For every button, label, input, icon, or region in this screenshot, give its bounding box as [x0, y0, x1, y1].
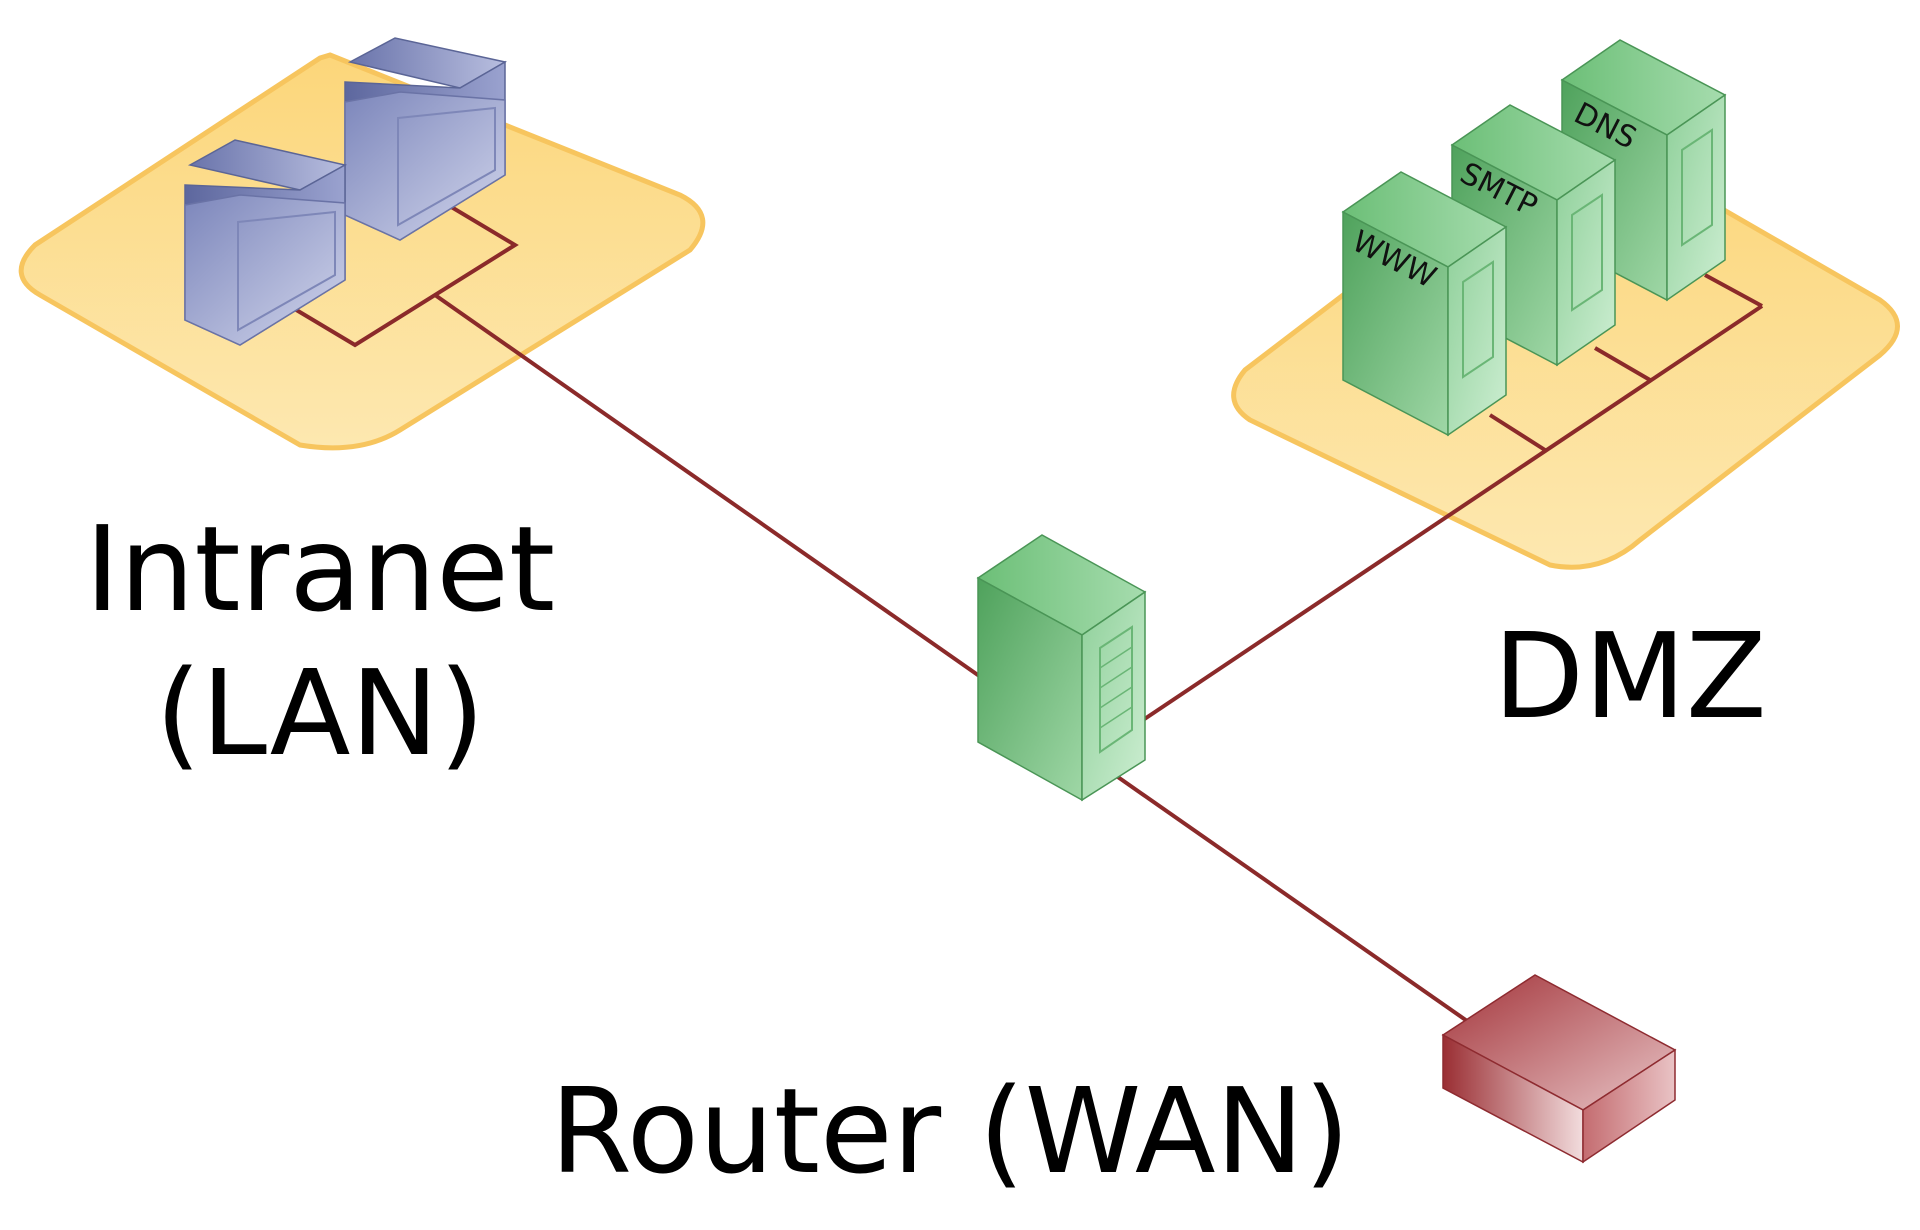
firewall-server-icon [976, 534, 1147, 802]
dmz-label: DMZ [1493, 607, 1767, 745]
www-server-icon: WWW [1341, 171, 1508, 437]
workstation-icon [344, 37, 508, 241]
intranet-label-line2: (LAN) [155, 643, 485, 782]
intranet-zone [18, 52, 706, 451]
intranet-label: Intranet (LAN) [60, 498, 580, 786]
workstation-icon [184, 139, 348, 346]
network-links [286, 203, 1764, 1032]
router-icon [1441, 974, 1677, 1164]
router-label: Router (WAN) [550, 1062, 1350, 1200]
intranet-label-line1: Intranet [84, 500, 556, 638]
